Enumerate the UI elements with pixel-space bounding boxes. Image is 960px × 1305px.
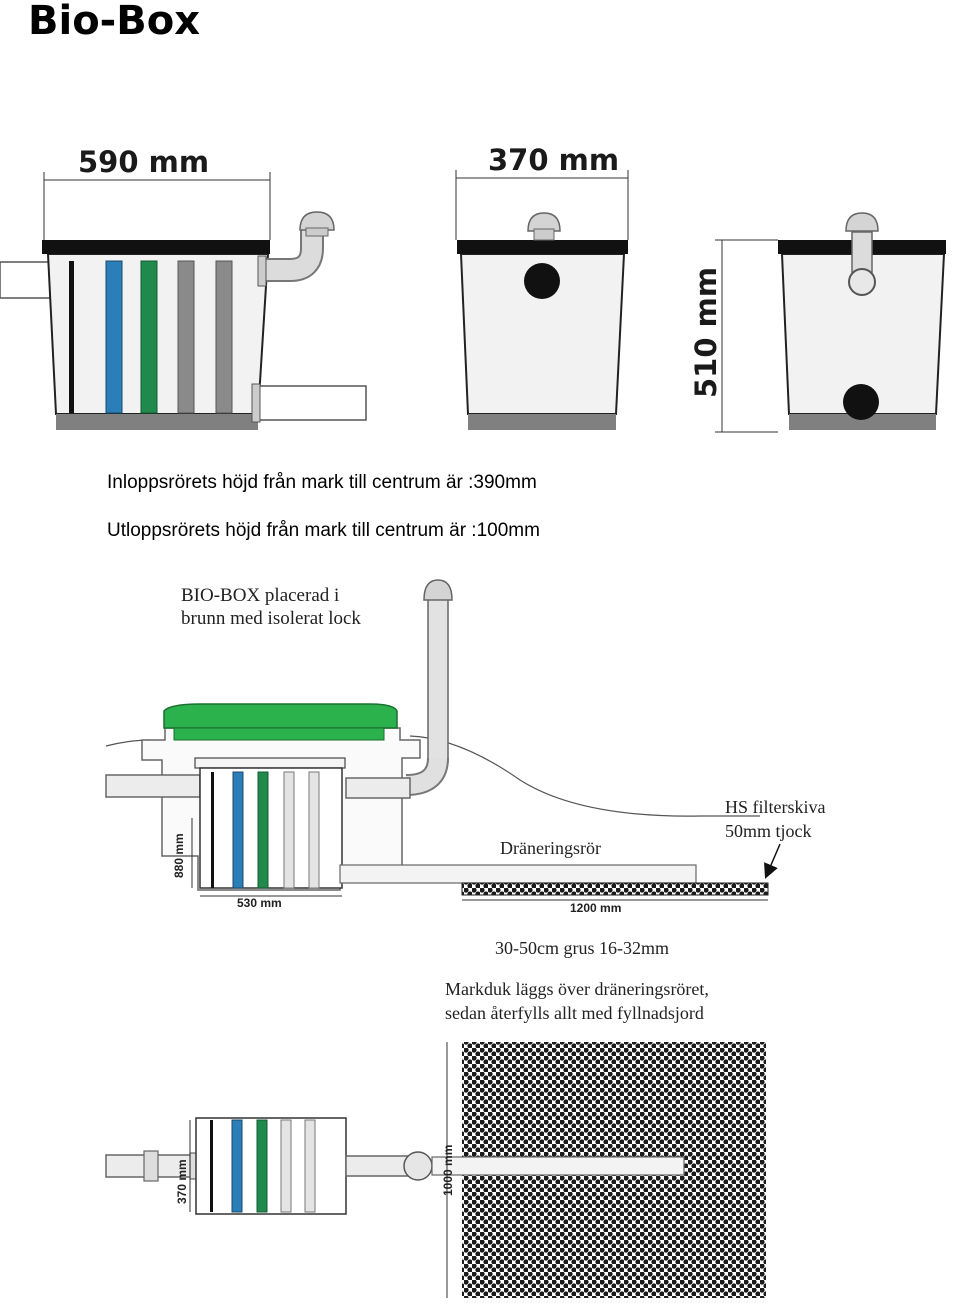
note-outlet-height: Utloppsrörets höjd från mark till centru… — [107, 520, 540, 541]
label-gravel: 30-50cm grus 16-32mm — [495, 938, 669, 958]
dim-field-1000: 1000 mm — [441, 1145, 455, 1196]
label-placement-1: BIO-BOX placerad i — [181, 585, 339, 606]
note-inlet-height: Inloppsrörets höjd från mark till centru… — [107, 472, 537, 493]
page-title: Bio-Box — [28, 0, 201, 44]
install-diagram: BIO-BOX placerad i brunn med isolerat lo… — [105, 579, 826, 1023]
dim-width-front: 590 mm — [78, 145, 209, 179]
label-cloth-1: Markduk läggs över dräneringsröret, — [445, 979, 709, 999]
dim-box-370: 370 mm — [175, 1159, 189, 1204]
dim-width-side: 370 mm — [488, 143, 619, 177]
side-view: 370 mm — [455, 143, 629, 430]
label-drain-pipe: Dräneringsrör — [500, 838, 601, 858]
dim-length-1200: 1200 mm — [570, 901, 621, 915]
label-filter-2: 50mm tjock — [725, 821, 812, 841]
plan-diagram: 370 mm 1000 mm — [105, 1042, 766, 1298]
dim-width-530: 530 mm — [237, 896, 282, 910]
label-placement-2: brunn med isolerat lock — [181, 608, 361, 629]
side-view-outlet: 510 mm — [689, 212, 946, 433]
front-view: 590 mm — [0, 145, 367, 430]
label-cloth-2: sedan återfylls allt med fyllnadsjord — [445, 1003, 704, 1023]
dim-height-880: 880 mm — [172, 833, 186, 878]
label-filter-1: HS filterskiva — [725, 797, 826, 817]
dim-height: 510 mm — [689, 267, 723, 398]
